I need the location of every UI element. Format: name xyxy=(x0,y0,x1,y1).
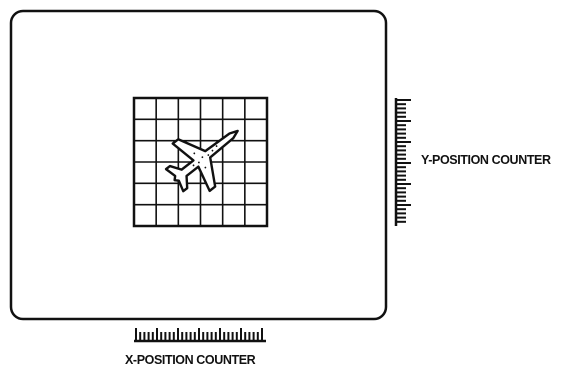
y-counter-ticks xyxy=(396,100,411,222)
y-position-counter-label: Y-POSITION COUNTER xyxy=(421,153,551,167)
y-position-counter xyxy=(396,98,411,226)
x-position-counter-label: X-POSITION COUNTER xyxy=(125,353,255,367)
x-counter-ticks xyxy=(136,328,262,341)
x-position-counter xyxy=(134,328,266,341)
